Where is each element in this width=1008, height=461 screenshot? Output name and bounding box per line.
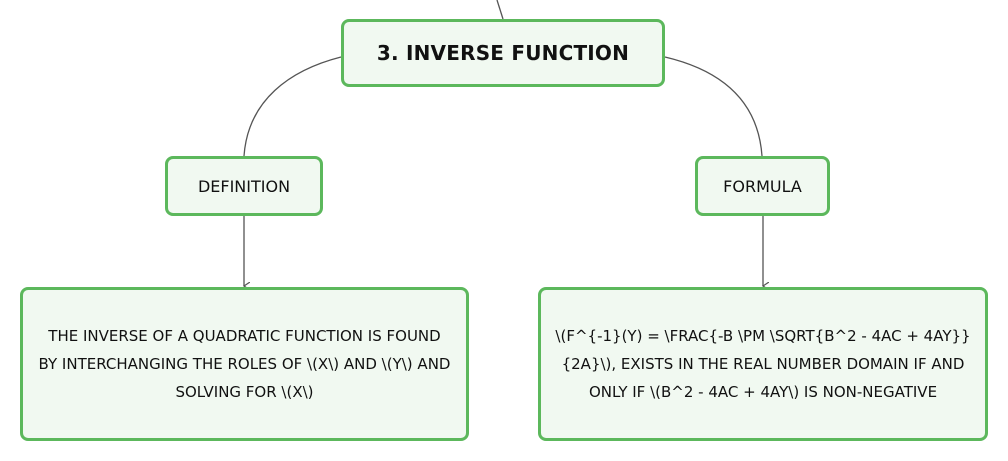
definition-detail-node[interactable]: THE INVERSE OF A QUADRATIC FUNCTION IS F… bbox=[20, 287, 469, 441]
formula-node-label: FORMULA bbox=[723, 176, 802, 196]
connector-root-to-formula bbox=[664, 56, 763, 157]
root-node-label: 3. INVERSE FUNCTION bbox=[376, 41, 630, 65]
formula-detail-text: \(F^{-1}(Y) = \FRAC{-B \PM \SQRT{B^2 - 4… bbox=[555, 327, 971, 401]
formula-detail-node[interactable]: \(F^{-1}(Y) = \FRAC{-B \PM \SQRT{B^2 - 4… bbox=[538, 287, 988, 441]
definition-node[interactable]: DEFINITION bbox=[165, 156, 323, 216]
definition-detail-text: THE INVERSE OF A QUADRATIC FUNCTION IS F… bbox=[38, 327, 451, 401]
connector-root-to-definition bbox=[243, 56, 342, 157]
connector-parent-to-root bbox=[496, 0, 504, 20]
formula-node[interactable]: FORMULA bbox=[695, 156, 830, 216]
root-node[interactable]: 3. INVERSE FUNCTION bbox=[341, 19, 665, 87]
definition-node-label: DEFINITION bbox=[197, 176, 291, 196]
